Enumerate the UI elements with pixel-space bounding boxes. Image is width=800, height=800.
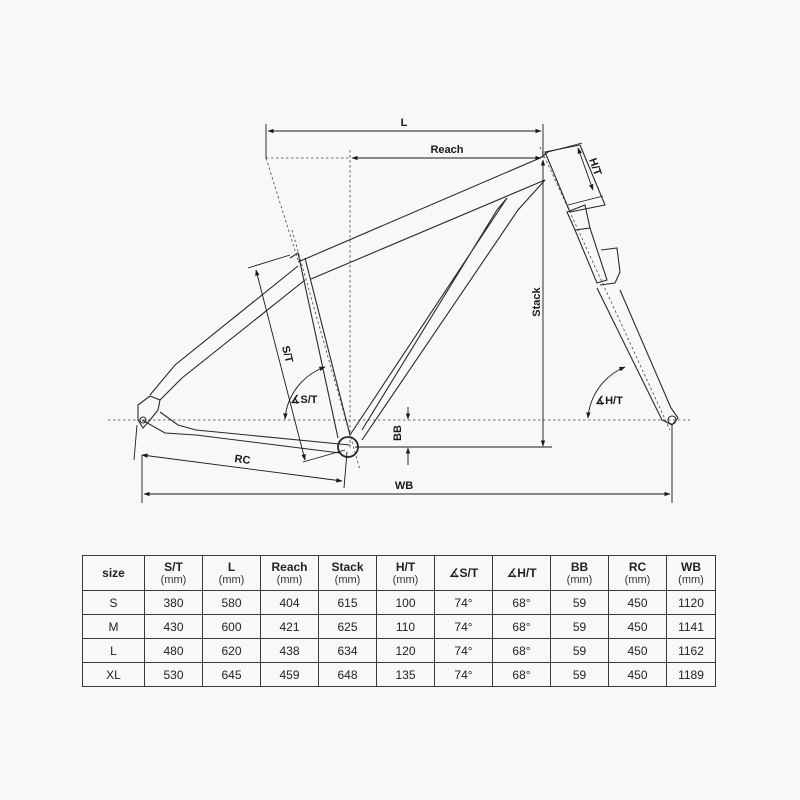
cell-l: 600 [202, 614, 261, 639]
cell-ht: 135 [376, 662, 435, 687]
label-rc: RC [234, 453, 251, 467]
dimension-L [265, 124, 544, 158]
cell-l: 645 [202, 662, 261, 687]
cell-size: XL [82, 662, 145, 687]
cell-wb: 1162 [666, 638, 716, 663]
cell-reach: 404 [260, 590, 319, 615]
cell-st-angle: 74° [434, 590, 493, 615]
cell-size: L [82, 638, 145, 663]
table-row: L 480 620 438 634 120 74° 68° 59 450 116… [82, 638, 716, 663]
header-size: size [82, 555, 145, 591]
header-l: L(mm) [202, 555, 261, 591]
label-reach: Reach [430, 144, 463, 156]
cell-l: 580 [202, 590, 261, 615]
label-wb: WB [395, 480, 413, 492]
label-stack: Stack [531, 286, 543, 316]
cell-st-angle: 74° [434, 614, 493, 639]
cell-bb: 59 [550, 662, 609, 687]
cell-ht-angle: 68° [492, 614, 551, 639]
table-row: S 380 580 404 615 100 74° 68° 59 450 112… [82, 590, 716, 615]
header-ht: H/T(mm) [376, 555, 435, 591]
bike-geometry-diagram: L Reach Stack H/T S/T ∡S/T ∡H/T BB RC [108, 117, 690, 503]
label-st: S/T [279, 345, 295, 365]
cell-st-angle: 74° [434, 638, 493, 663]
label-bb: BB [392, 425, 404, 441]
cell-reach: 438 [260, 638, 319, 663]
header-stack: Stack(mm) [318, 555, 377, 591]
header-rc: RC(mm) [608, 555, 667, 591]
fork [566, 204, 679, 426]
st-angle-arc [283, 366, 326, 420]
cell-rc: 450 [608, 662, 667, 687]
label-ht-angle: ∡H/T [595, 395, 623, 407]
cell-bb: 59 [550, 590, 609, 615]
cell-st: 480 [144, 638, 203, 663]
header-st: S/T(mm) [144, 555, 203, 591]
ht-angle-arc [586, 366, 626, 419]
header-wb: WB(mm) [666, 555, 716, 591]
cell-bb: 59 [550, 614, 609, 639]
cell-reach: 421 [260, 614, 319, 639]
label-L: L [401, 117, 408, 129]
cell-stack: 625 [318, 614, 377, 639]
dimension-stack [355, 159, 552, 448]
cell-ht-angle: 68° [492, 590, 551, 615]
cell-rc: 450 [608, 590, 667, 615]
cell-ht: 120 [376, 638, 435, 663]
label-st-angle: ∡S/T [291, 394, 318, 406]
cell-st: 530 [144, 662, 203, 687]
cell-wb: 1120 [666, 590, 716, 615]
table-header-row: size S/T(mm) L(mm) Reach(mm) Stack(mm) H… [82, 555, 716, 591]
cell-rc: 450 [608, 614, 667, 639]
table-row: XL 530 645 459 648 135 74° 68° 59 450 11… [82, 662, 716, 687]
cell-bb: 59 [550, 638, 609, 663]
cell-ht: 100 [376, 590, 435, 615]
cell-st: 380 [144, 590, 203, 615]
cell-st-angle: 74° [434, 662, 493, 687]
cell-ht-angle: 68° [492, 638, 551, 663]
cell-reach: 459 [260, 662, 319, 687]
dimension-ht [547, 142, 604, 206]
cell-l: 620 [202, 638, 261, 663]
geometry-table: size S/T(mm) L(mm) Reach(mm) Stack(mm) H… [82, 555, 716, 687]
reference-lines [108, 146, 690, 471]
label-ht: H/T [586, 157, 603, 178]
cell-stack: 634 [318, 638, 377, 663]
header-st-angle: ∡S/T [434, 555, 493, 591]
cell-stack: 615 [318, 590, 377, 615]
cell-stack: 648 [318, 662, 377, 687]
cell-wb: 1189 [666, 662, 716, 687]
dimension-wb [141, 424, 673, 503]
cell-ht-angle: 68° [492, 662, 551, 687]
table-row: M 430 600 421 625 110 74° 68° 59 450 114… [82, 614, 716, 639]
cell-rc: 450 [608, 638, 667, 663]
header-bb: BB(mm) [550, 555, 609, 591]
cell-size: M [82, 614, 145, 639]
header-ht-angle: ∡H/T [492, 555, 551, 591]
header-reach: Reach(mm) [260, 555, 319, 591]
cell-ht: 110 [376, 614, 435, 639]
cell-size: S [82, 590, 145, 615]
cell-st: 430 [144, 614, 203, 639]
cell-wb: 1141 [666, 614, 716, 639]
dimension-rc [133, 424, 348, 489]
